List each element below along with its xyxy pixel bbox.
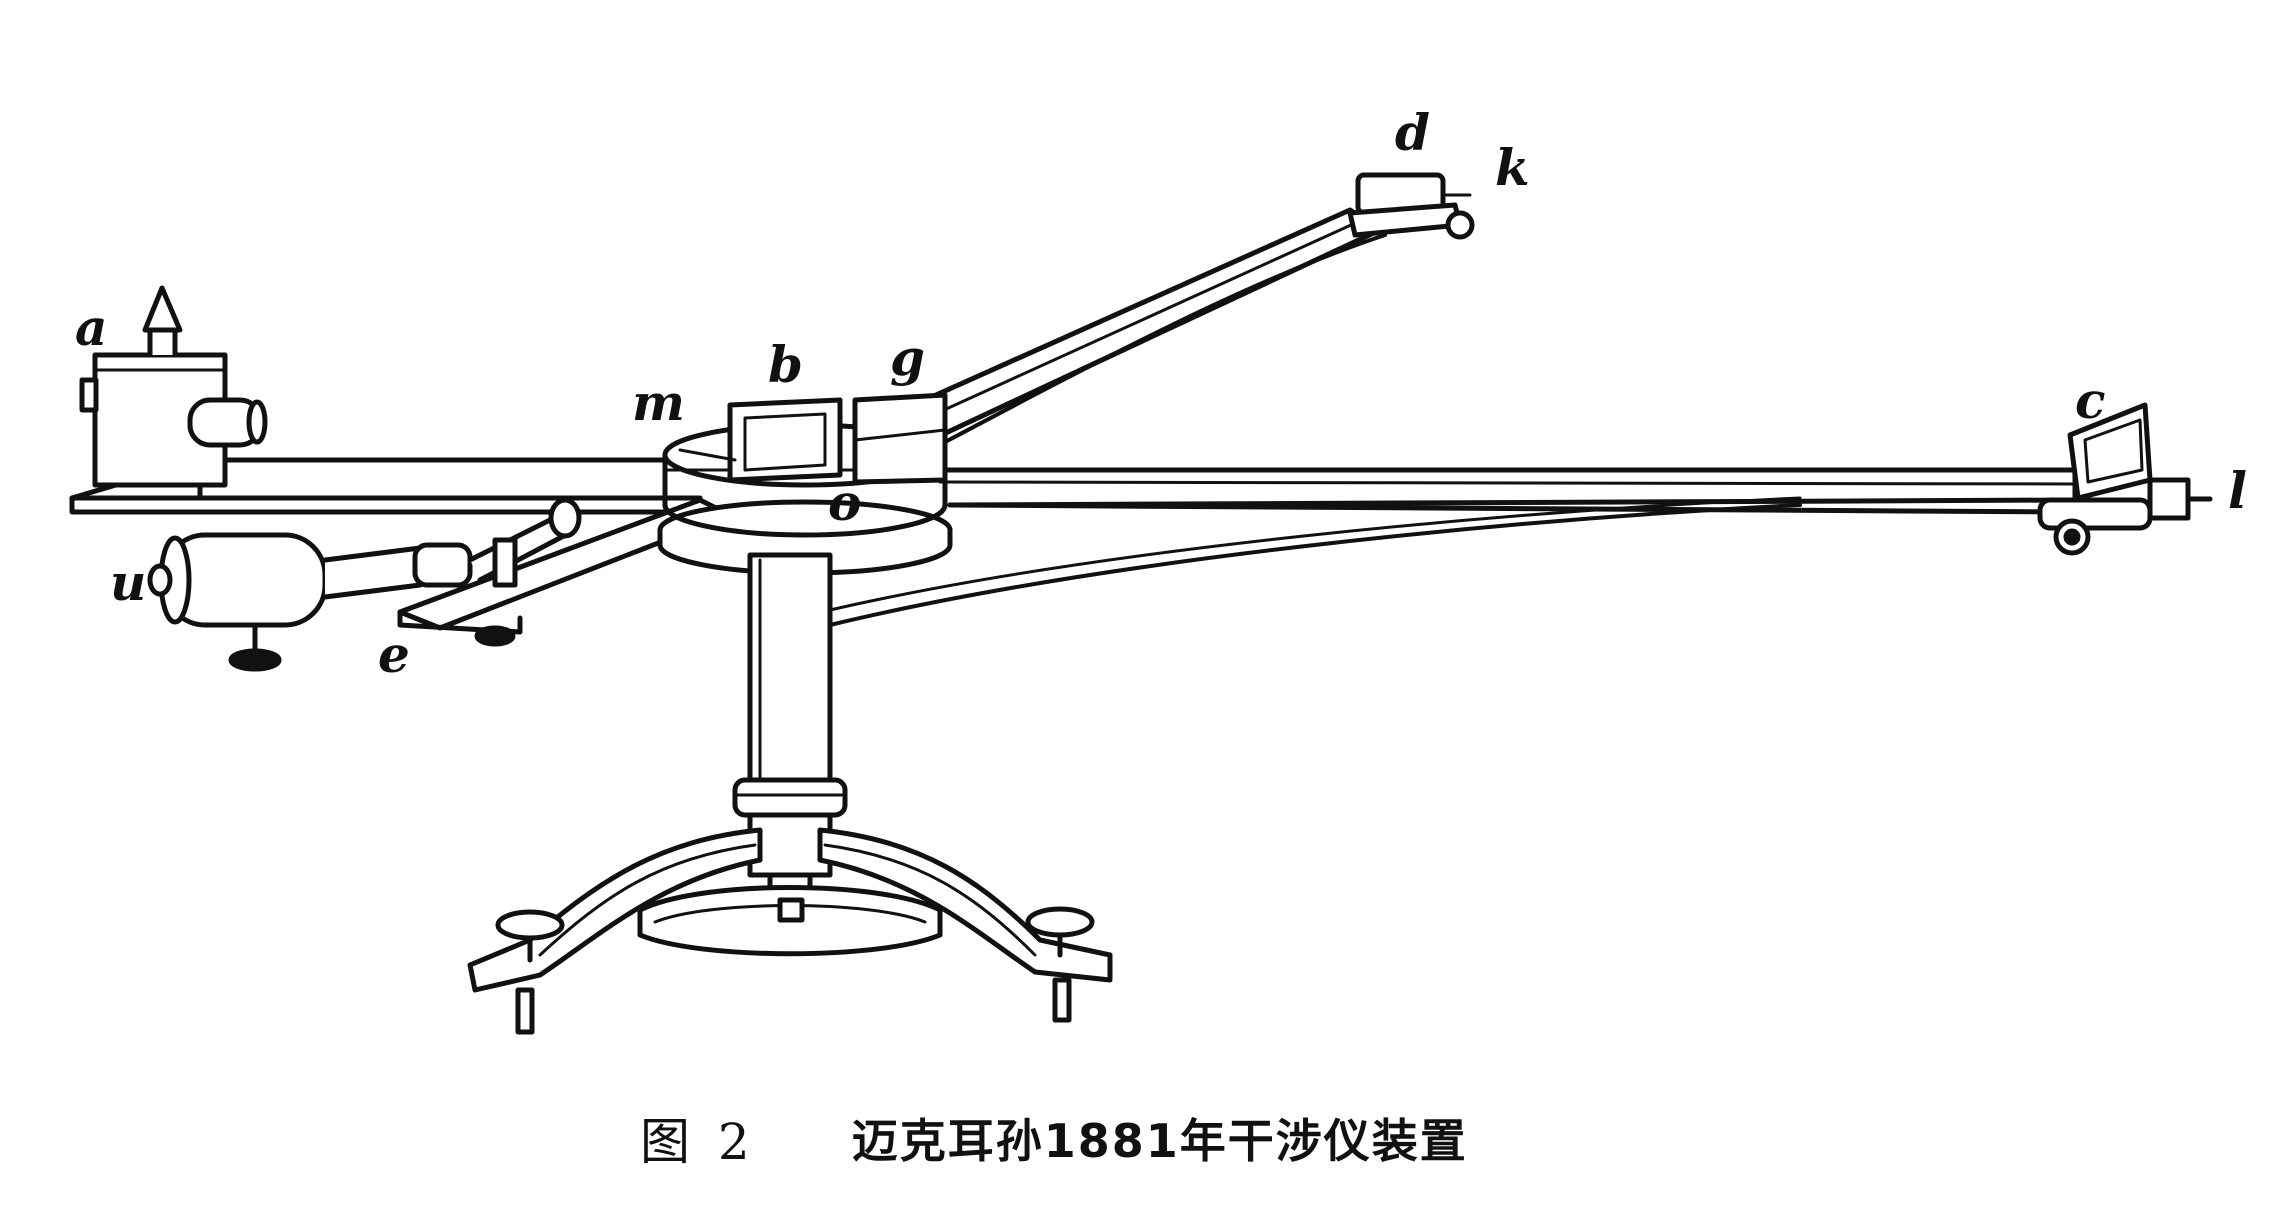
pillar	[732, 552, 848, 918]
label-l: l	[2228, 461, 2247, 520]
label-o: o	[828, 473, 861, 532]
label-m: m	[632, 373, 685, 432]
label-c: c	[2075, 371, 2105, 430]
telescope	[147, 497, 582, 672]
right-arm	[828, 467, 2078, 627]
label-k: k	[1495, 138, 1530, 197]
caption-number: 图 2	[640, 1113, 756, 1171]
lamp-housing	[79, 285, 268, 501]
label-u: u	[110, 553, 146, 612]
label-e: e	[378, 625, 410, 684]
upper-right-arm	[877, 207, 1387, 452]
label-b: b	[768, 335, 803, 394]
label-g: g	[890, 328, 925, 387]
caption-text: 迈克耳孙1881年干涉仪装置	[851, 1114, 1468, 1168]
mirror-d	[1347, 172, 1475, 240]
label-d: d	[1395, 103, 1430, 162]
mirror-c	[2037, 402, 2213, 556]
central-table	[657, 392, 953, 576]
figure-caption: 图 2 迈克耳孙1881年干涉仪装置	[640, 1098, 1468, 1178]
label-a: a	[75, 298, 107, 357]
tripod-base	[467, 827, 1113, 1035]
